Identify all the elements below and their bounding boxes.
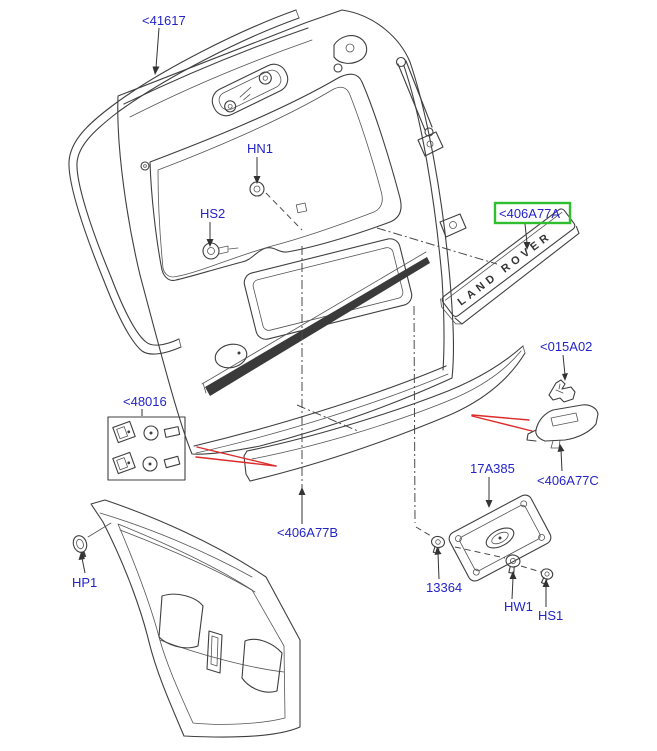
spoiler-lines [123,27,313,118]
hp1-pointer-line [87,522,112,538]
screw-hw1 [505,554,521,574]
land-rover-badge-text: LAND ROVER [456,230,555,309]
part-label-41617[interactable]: <41617 [142,13,186,28]
rear-finisher-plinth-406a77a: LAND ROVER [440,208,580,325]
part-label-015a02[interactable]: <015A02 [540,339,592,354]
tailgate-body-outline [117,9,455,455]
window-aperture [140,73,402,281]
part-label-hn1[interactable]: HN1 [247,141,273,156]
hn1-nut-part [249,181,265,197]
clip-kit-box-48016 [107,416,186,481]
hs2-stud-part [202,242,239,260]
construction-lines [265,192,542,573]
part-label-hs1[interactable]: HS1 [538,608,563,623]
part-label-406a77b[interactable]: <406A77B [277,525,338,540]
part-label-17a385[interactable]: 17A385 [470,461,515,476]
clip-015a02 [548,379,576,403]
oval-badge [214,343,248,369]
tailgate-seal-outline [68,9,300,355]
part-label-hw1[interactable]: HW1 [504,599,533,614]
installed-finisher-strip [201,251,430,396]
bracket-406a77c [526,404,599,449]
part-labels: <41617 HN1 HS2 <406A77A <015A02 <48016 <… [72,13,599,623]
leader-lines [78,27,568,607]
part-label-hs2[interactable]: HS2 [200,206,225,221]
license-plinth-17a385 [448,494,552,582]
part-label-406a77a[interactable]: <406A77A [499,206,560,221]
part-label-406a77c[interactable]: <406A77C [537,473,599,488]
license-plate-recess [243,238,413,340]
part-label-48016[interactable]: <48016 [123,394,167,409]
part-label-13364[interactable]: 13364 [426,580,462,595]
lower-inner-panel-drawing [90,499,301,738]
tailgate-assembly-drawing [68,9,467,455]
red-pointer-lines [195,414,533,467]
lower-finisher-strip-406a77b [243,345,526,482]
wiper-mount-slot [211,63,289,117]
selected-part-highlight-box [493,201,572,225]
hinge-details [333,35,467,238]
part-label-hp1[interactable]: HP1 [72,575,97,590]
